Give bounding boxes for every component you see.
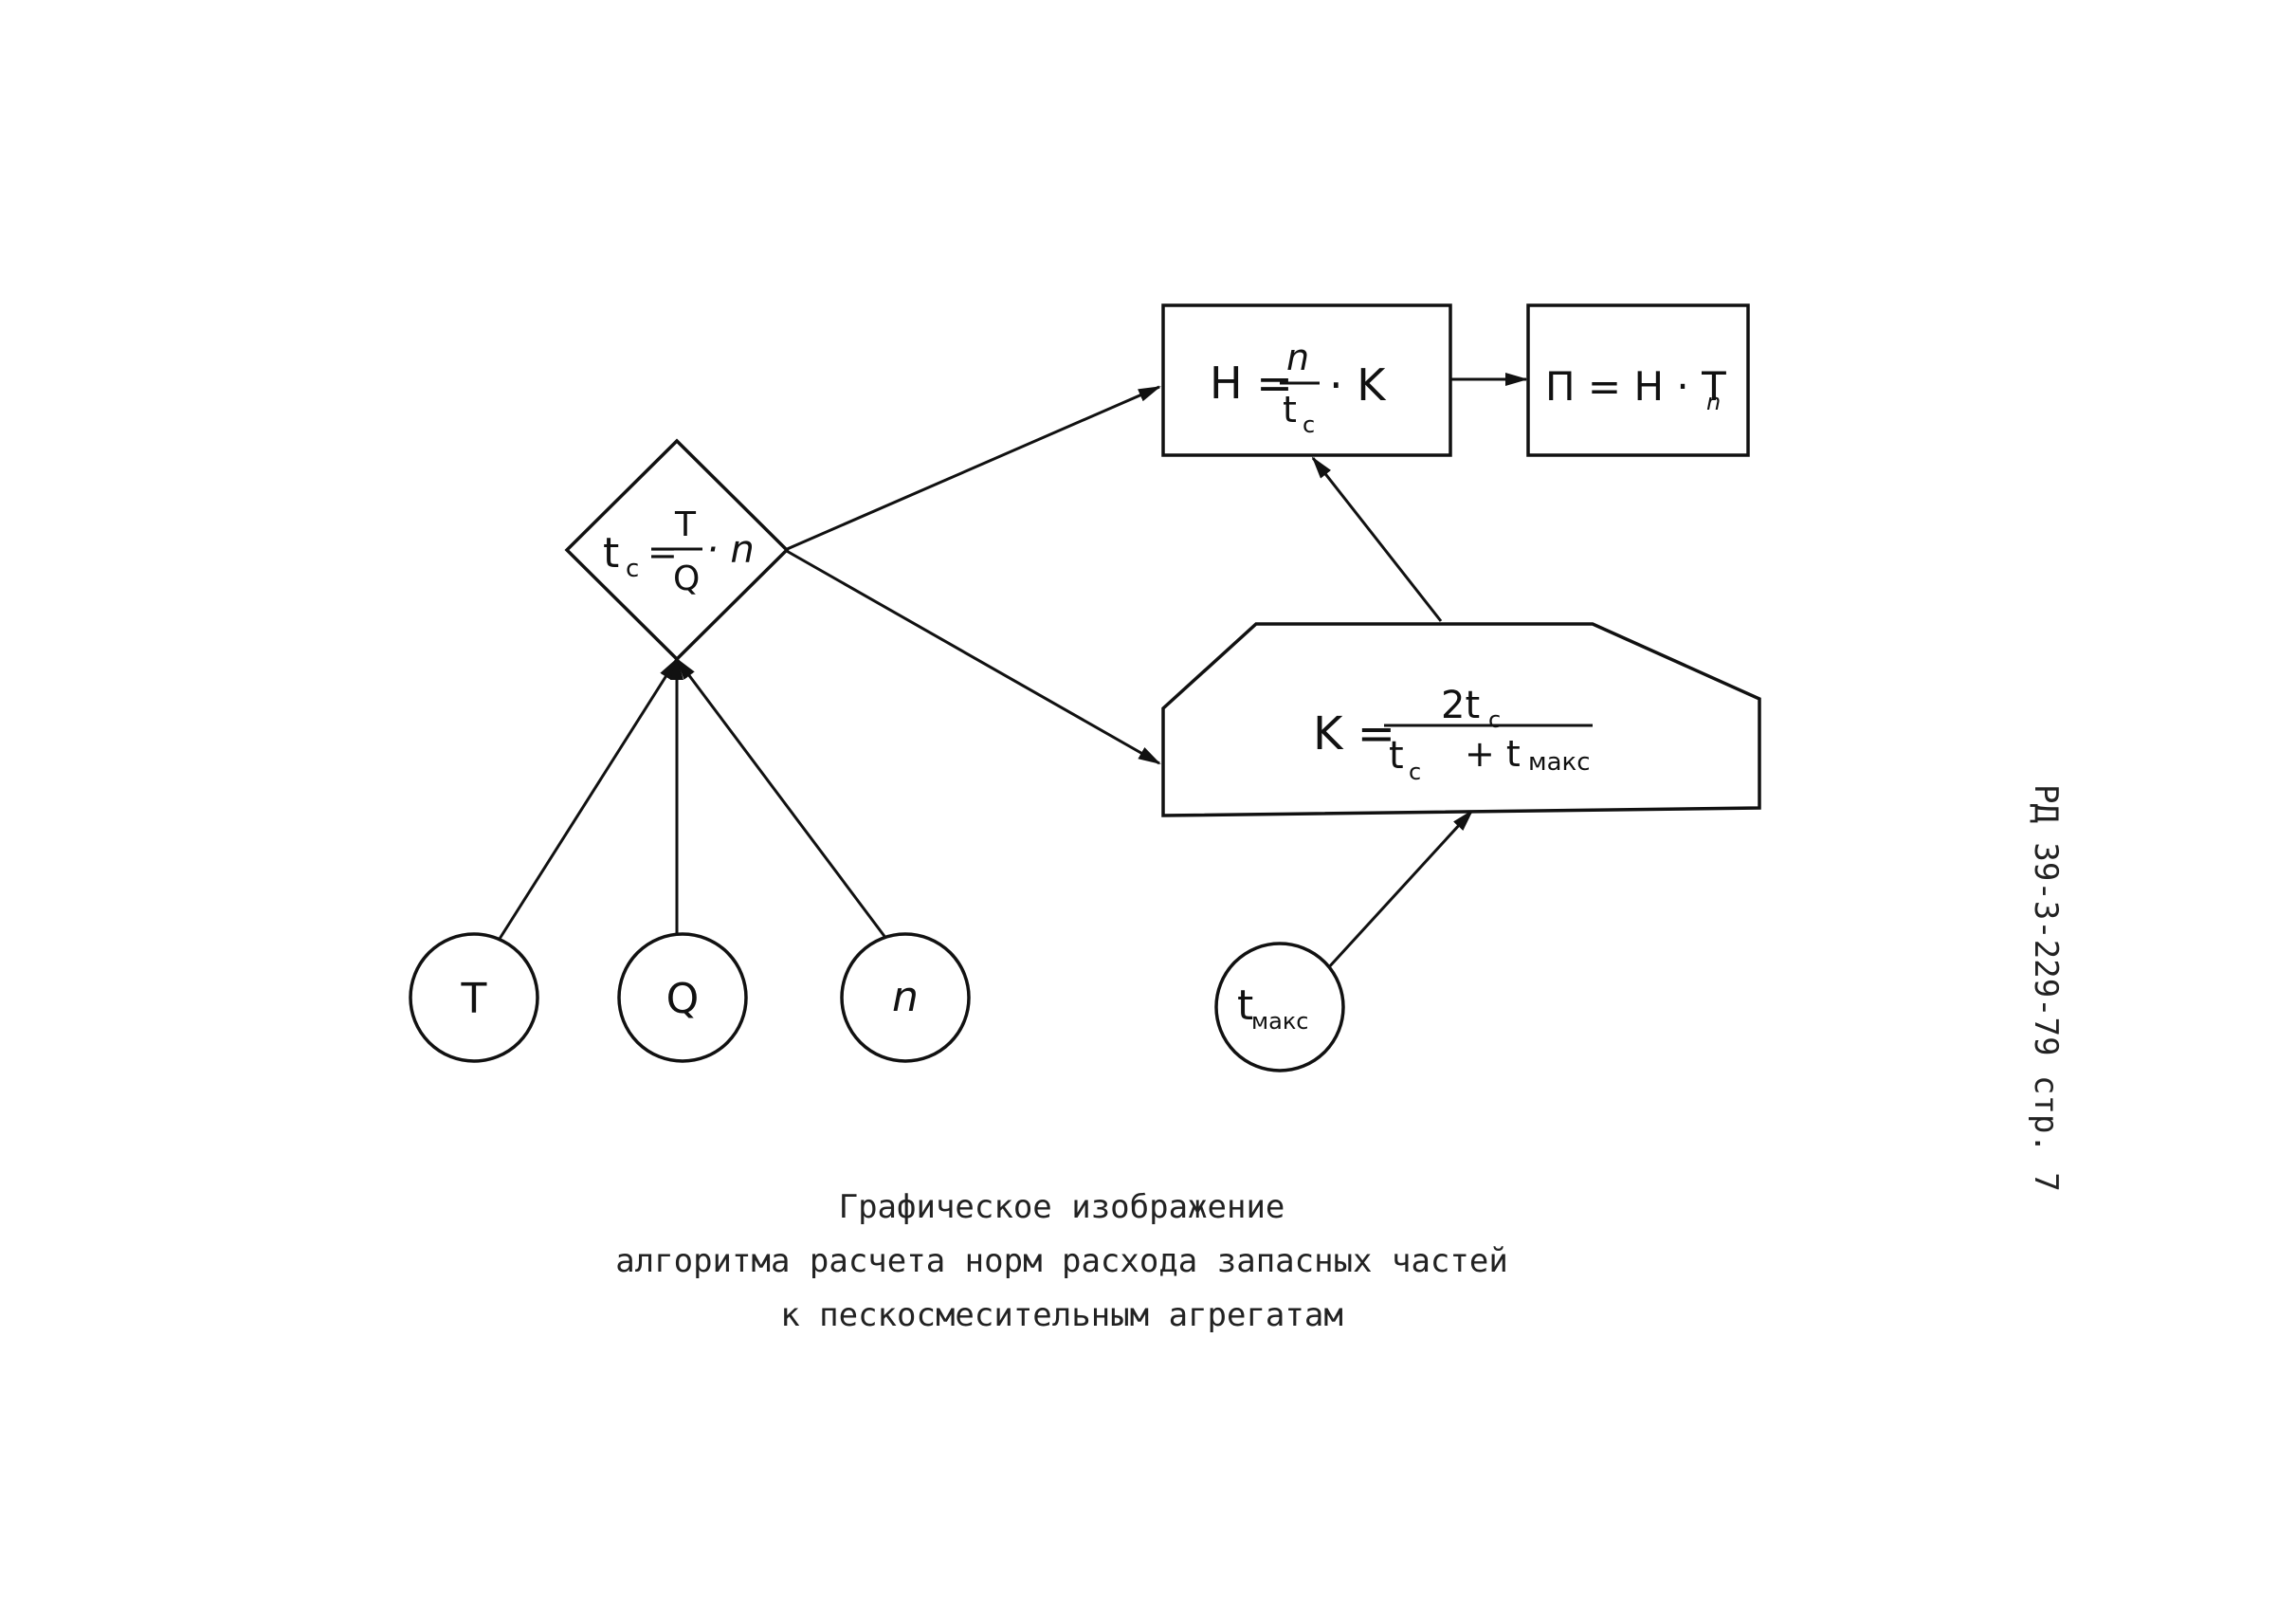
norm-tail: · K [1329, 359, 1387, 411]
input-n-label: n [892, 973, 919, 1021]
demand-node: П = H · T n [1526, 303, 1750, 457]
input-node-tmax: t макс [1214, 942, 1345, 1072]
arrow-decision-to-norm [784, 385, 1161, 552]
decision-lhs-sub: c [626, 555, 639, 583]
norm-den: t [1283, 389, 1297, 431]
decision-den: Q [673, 559, 700, 598]
coefficient-den-b-sub: макс [1528, 748, 1591, 777]
coefficient-lhs: K = [1313, 707, 1395, 761]
arrow-tmax-to-coefficient [1325, 809, 1474, 971]
arrow-T-to-decision [498, 657, 679, 940]
norm-lhs: H = [1210, 357, 1293, 409]
decision-node: t c = T Q · n [564, 438, 790, 662]
input-node-Q: Q [617, 932, 748, 1063]
coefficient-num-sub: c [1488, 706, 1501, 733]
coefficient-den-a-sub: c [1409, 759, 1421, 785]
decision-lhs: t [603, 529, 619, 577]
document-page-reference: РД 39-3-229-79 стр. 7 [2027, 784, 2065, 1192]
decision-tail: · n [706, 528, 755, 572]
caption-line-1: Графическое изображение [838, 1188, 1285, 1226]
decision-num: T [674, 505, 697, 544]
input-T-label: T [461, 975, 487, 1023]
coefficient-node: K = 2t c t c + t макс [1161, 622, 1761, 817]
caption-line-2: алгоритма расчета норм расхода запасных … [615, 1242, 1508, 1280]
norm-den-sub: c [1303, 412, 1315, 438]
decision-equals: = [647, 531, 678, 573]
coefficient-den-a: t [1389, 734, 1404, 778]
input-tmax-sub: макс [1251, 1008, 1309, 1035]
input-tmax-label: t [1237, 981, 1253, 1030]
figure-caption: Графическое изображение алгоритма расчет… [0, 1181, 2123, 1343]
caption-line-3: к пескосмесительным агрегатам [780, 1296, 1343, 1334]
arrow-coefficient-to-norm [1311, 456, 1443, 622]
demand-text: П = H · T [1545, 363, 1726, 410]
coefficient-den-b: + t [1465, 733, 1521, 775]
input-node-T: T [409, 932, 539, 1063]
arrow-decision-to-coefficient [784, 548, 1161, 765]
norm-node: H = n t c · K [1161, 303, 1452, 457]
input-node-n: n [840, 932, 971, 1063]
coefficient-num: 2t [1441, 684, 1480, 727]
input-Q-label: Q [666, 975, 700, 1023]
norm-num: n [1286, 337, 1309, 378]
arrow-n-to-decision [675, 657, 888, 940]
demand-sub: n [1706, 389, 1721, 415]
